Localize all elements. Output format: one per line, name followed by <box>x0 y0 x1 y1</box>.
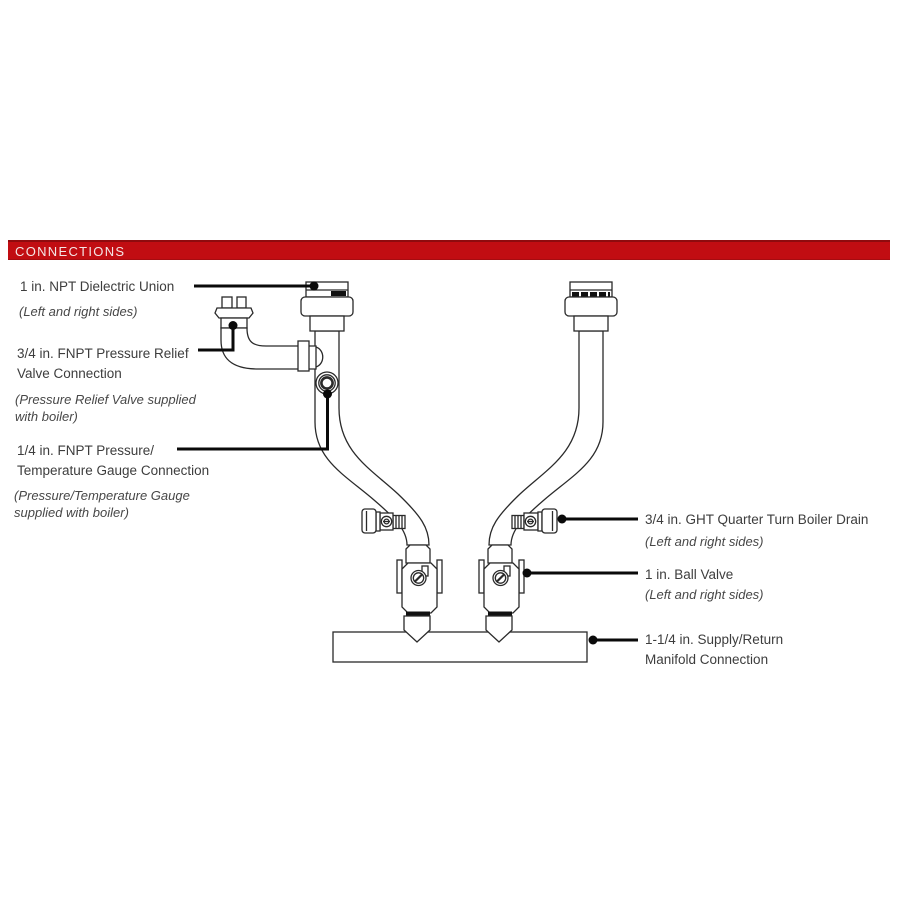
note-gauge-connection: (Pressure/Temperature Gauge supplied wit… <box>14 488 190 520</box>
label-boiler-drain: 3/4 in. GHT Quarter Turn Boiler Drain <box>645 512 869 527</box>
callout-line-gauge <box>177 394 329 451</box>
section-header: CONNECTIONS <box>8 240 890 260</box>
callout-leaders <box>177 281 638 645</box>
label-pressure-relief: 3/4 in. FNPT Pressure Relief Valve Conne… <box>17 346 189 381</box>
pipe-right <box>488 330 604 546</box>
callout-dot-boiler-drain <box>557 514 567 524</box>
pressure-relief-connection <box>214 296 324 372</box>
note-pressure-relief: (Pressure Relief Valve supplied with boi… <box>15 392 196 424</box>
label-ball-valve: 1 in. Ball Valve <box>645 567 734 582</box>
note-ball-valve: (Left and right sides) <box>645 587 764 602</box>
gauge-connection-port <box>315 371 339 395</box>
section-title: CONNECTIONS <box>15 244 126 259</box>
label-manifold: 1-1/4 in. Supply/Return Manifold Connect… <box>645 632 784 667</box>
callout-line-pressure-relief <box>198 327 235 352</box>
supply-return-manifold <box>332 631 588 663</box>
label-gauge-connection: 1/4 in. FNPT Pressure/ Temperature Gauge… <box>17 443 210 478</box>
boiler-drain-right <box>511 508 558 534</box>
ball-valve-left <box>396 544 443 643</box>
dielectric-union-left <box>300 281 354 332</box>
boiler-drain-left <box>361 508 406 534</box>
callout-dot-manifold <box>588 635 598 645</box>
callout-dot-pressure-relief <box>228 321 238 330</box>
callout-dot-gauge <box>323 389 332 399</box>
label-dielectric-union: 1 in. NPT Dielectric Union <box>20 279 175 294</box>
callout-dot-dielectric-union <box>309 281 319 291</box>
note-dielectric-union: (Left and right sides) <box>19 304 138 319</box>
dielectric-union-right <box>564 281 618 332</box>
ball-valve-right <box>478 544 525 643</box>
pipe-left <box>314 330 430 546</box>
note-boiler-drain: (Left and right sides) <box>645 534 764 549</box>
callout-dot-ball-valve <box>522 568 532 578</box>
